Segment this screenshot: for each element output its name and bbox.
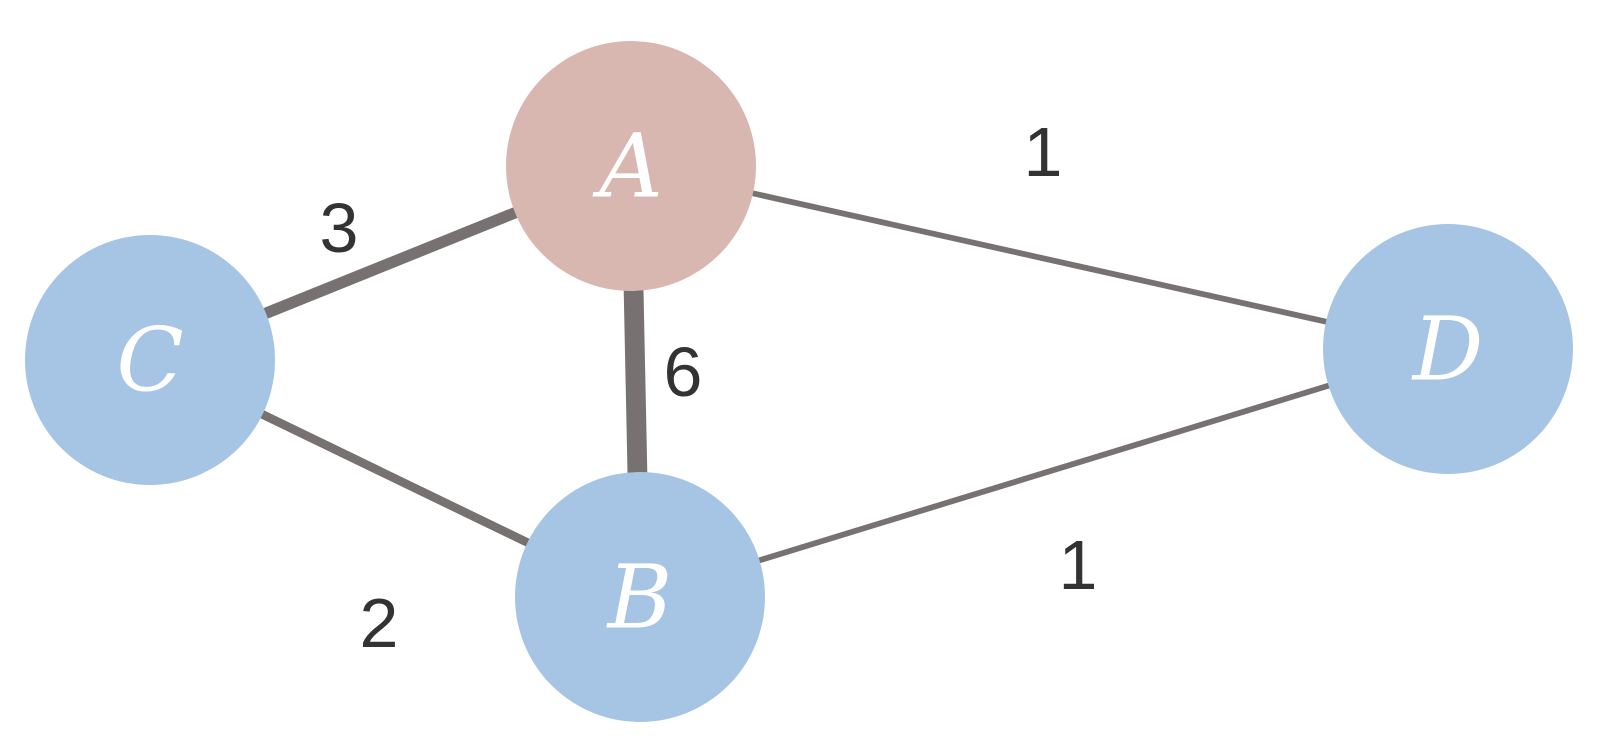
- edge-a-d: [630, 163, 1449, 352]
- weight-a-d: 1: [1024, 113, 1063, 191]
- node-a-circle: [506, 41, 756, 291]
- weight-b-d: 1: [1059, 526, 1098, 604]
- node-c-circle: [25, 235, 275, 485]
- node-d-circle: [1323, 224, 1573, 474]
- node-d-label: D: [1411, 298, 1484, 401]
- edge-weights: 3 1 6 2 1: [320, 113, 1098, 662]
- nodes: A B C D: [25, 41, 1573, 722]
- node-c-label: C: [116, 309, 183, 412]
- node-a-label: A: [592, 115, 663, 218]
- edge-b-d: [639, 346, 1449, 600]
- weight-a-b: 6: [664, 333, 703, 411]
- node-c[interactable]: C: [25, 235, 275, 485]
- node-a[interactable]: A: [506, 41, 756, 291]
- node-d[interactable]: D: [1323, 224, 1573, 474]
- node-b-circle: [515, 472, 765, 722]
- weight-c-b: 2: [360, 584, 399, 662]
- node-b-label: B: [606, 546, 673, 649]
- node-b[interactable]: B: [515, 472, 765, 722]
- weight-a-c: 3: [320, 189, 359, 267]
